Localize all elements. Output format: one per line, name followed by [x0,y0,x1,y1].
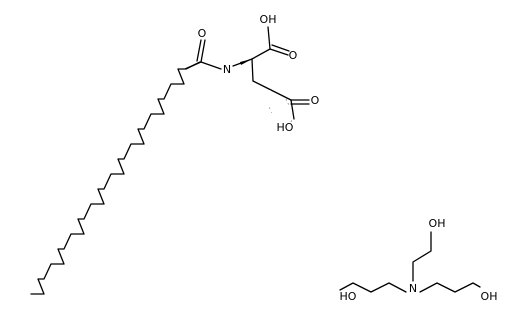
amide-nitrogen-label: N [223,63,231,76]
left-arm-hydroxyl-label: HO [340,290,357,303]
right-arm-hydroxyl-label: OH [481,290,498,303]
palmitoyl-alkyl-chain [30,61,202,295]
stereo-wedge [240,59,252,65]
amine-nitrogen-label: N [409,282,417,295]
side-acid-bonds [270,89,310,120]
side-acid-hydroxyl-label: HO [277,121,294,134]
upper-arm [412,231,432,282]
amide-carbonyl [196,39,222,70]
side-acid-fix [269,89,292,123]
side-acid-oxygen-label: O [311,94,320,107]
left-arm [339,282,407,293]
alpha-acid-hydroxyl-label: OH [260,13,277,26]
upper-arm-hydroxyl-label: OH [429,217,446,230]
right-arm [419,282,481,293]
alpha-acid-oxygen-label: O [289,49,298,62]
triethanolamine-bonds [339,231,481,293]
acyl-oxygen-label: O [198,27,207,40]
